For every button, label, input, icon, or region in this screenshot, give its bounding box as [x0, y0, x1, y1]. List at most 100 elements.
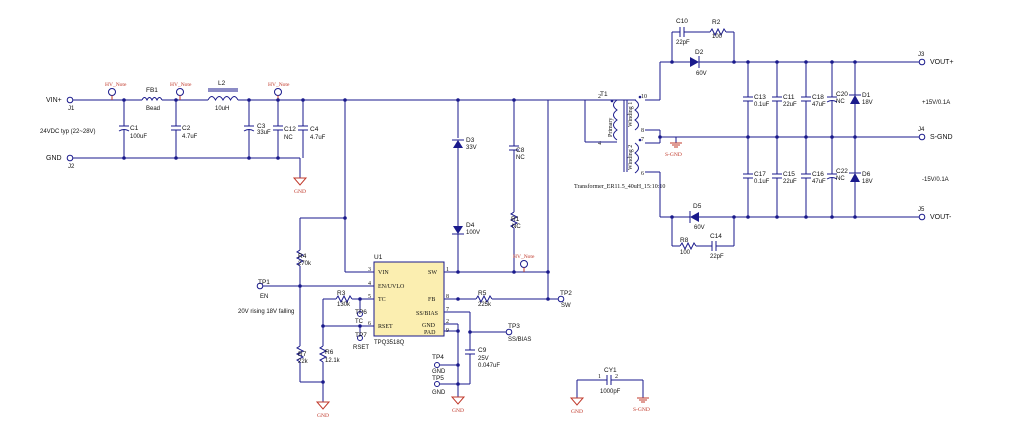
svg-text:C3: C3: [257, 123, 266, 130]
svg-text:Winding 2: Winding 2: [628, 145, 634, 170]
controller-section: R4 270k R7 22k GND TP1 EN 20V rising 18V…: [238, 100, 572, 419]
svg-text:D2: D2: [695, 49, 704, 56]
svg-text:7: 7: [641, 137, 644, 143]
d6-zener: D6 18V: [849, 137, 873, 217]
r5-resistor: R5 225k: [475, 290, 493, 308]
svg-text:TP3: TP3: [508, 323, 520, 330]
transformer-caption: Transformer_ER11.5_40uH_15:10:10: [574, 183, 665, 190]
svg-text:R4: R4: [298, 253, 307, 260]
svg-text:6: 6: [368, 321, 371, 327]
c12-capacitor: C12 NC: [273, 100, 296, 158]
svg-text:GND: GND: [452, 408, 464, 414]
j1-connector[interactable]: [66, 96, 74, 104]
c3-capacitor: C3 33uF: [243, 100, 271, 158]
svg-text:SS/BIAS: SS/BIAS: [416, 311, 438, 317]
c8-capacitor: C8 NC: [509, 145, 525, 161]
svg-text:22pF: 22pF: [710, 254, 724, 260]
svg-text:C17: C17: [754, 171, 766, 178]
svg-text:C4: C4: [310, 126, 319, 133]
svg-text:R6: R6: [325, 349, 334, 356]
svg-text:C11: C11: [783, 94, 795, 101]
svg-text:TP5: TP5: [432, 375, 444, 382]
tp2-testpoint[interactable]: [557, 295, 565, 303]
svg-text:4.7uF: 4.7uF: [310, 135, 326, 141]
svg-text:C14: C14: [710, 233, 722, 240]
svg-text:10uH: 10uH: [215, 106, 229, 112]
c13-capacitor: C13 0.1uF: [743, 62, 770, 137]
svg-text:47uF: 47uF: [812, 179, 826, 185]
tp5-testpoint[interactable]: [434, 381, 440, 387]
l2-inductor: L2 10uH: [207, 80, 239, 112]
sgnd-symbol-transformer: S-GND: [665, 137, 683, 158]
svg-text:J3: J3: [918, 52, 925, 58]
svg-text:EN: EN: [260, 294, 268, 300]
hv-note-3: HV_Note: [268, 82, 290, 100]
j3-connector[interactable]: [918, 58, 926, 66]
svg-text:130k: 130k: [337, 302, 351, 308]
svg-text:0.047uF: 0.047uF: [478, 363, 500, 369]
svg-text:TC: TC: [355, 319, 364, 325]
tp1-testpoint[interactable]: [256, 282, 264, 290]
svg-text:C9: C9: [478, 347, 487, 354]
en-threshold-note: 20V rising 18V falling: [238, 309, 294, 315]
j2-ref: J2: [68, 164, 75, 170]
d5-diode: D5 60V: [689, 203, 705, 231]
svg-text:NC: NC: [836, 99, 845, 105]
svg-text:100uF: 100uF: [130, 134, 147, 140]
hv-note-1: HV_Note: [105, 82, 127, 100]
j2-connector[interactable]: [66, 154, 74, 162]
svg-text:TP7: TP7: [355, 332, 367, 339]
tp3-testpoint[interactable]: [505, 328, 513, 336]
svg-text:0.1uF: 0.1uF: [754, 179, 770, 185]
c4-capacitor: C4 4.7uF: [298, 100, 326, 158]
d2-diode: D2 60V: [690, 49, 707, 77]
svg-text:FB: FB: [428, 297, 435, 303]
svg-text:R5: R5: [478, 290, 487, 297]
tp6-testpoint[interactable]: [357, 311, 363, 317]
svg-text:1000pF: 1000pF: [600, 389, 621, 395]
input-range-text: 24VDC typ (22~28V): [40, 129, 96, 135]
svg-text:D1: D1: [862, 92, 871, 99]
svg-text:R2: R2: [712, 19, 721, 26]
svg-text:60V: 60V: [694, 225, 705, 231]
tp4-testpoint[interactable]: [434, 362, 440, 368]
c1-capacitor: C1 100uF: [118, 100, 147, 158]
svg-text:R1: R1: [511, 216, 520, 223]
neg-rail-label: -15V/0.1A: [922, 177, 949, 183]
svg-text:T1: T1: [600, 91, 608, 98]
svg-text:0.1uF: 0.1uF: [754, 102, 770, 108]
r6-resistor: R6 12.1k: [318, 345, 341, 364]
tp7-testpoint[interactable]: [357, 335, 363, 341]
svg-text:EN/UVLO: EN/UVLO: [378, 284, 405, 290]
svg-text:2: 2: [615, 374, 618, 380]
svg-text:4: 4: [598, 141, 601, 147]
j4-connector[interactable]: [918, 133, 926, 141]
svg-text:1: 1: [598, 374, 601, 380]
svg-text:SW: SW: [561, 303, 571, 309]
ground-symbol-ic: GND: [316, 401, 330, 419]
j5-connector[interactable]: [918, 213, 926, 221]
gnd-label: GND: [46, 155, 62, 162]
svg-text:22uF: 22uF: [783, 179, 797, 185]
ground-symbol-pad: GND: [451, 396, 465, 414]
c16-capacitor: C16 47uF: [801, 137, 826, 217]
svg-text:TP1: TP1: [258, 279, 270, 286]
svg-text:S-GND: S-GND: [633, 407, 650, 413]
c20-capacitor: C20 NC: [826, 62, 848, 137]
svg-text:D4: D4: [466, 222, 475, 229]
svg-text:22k: 22k: [298, 359, 309, 365]
svg-text:RSET: RSET: [378, 324, 393, 330]
svg-text:12.1k: 12.1k: [325, 358, 341, 364]
svg-text:TP4: TP4: [432, 354, 444, 361]
svg-text:D3: D3: [466, 137, 475, 144]
d1-zener: D1 18V: [849, 62, 873, 137]
sgnd-output-label: S-GND: [930, 134, 953, 141]
svg-text:GND: GND: [317, 413, 329, 419]
svg-text:HV_Note: HV_Note: [268, 82, 290, 88]
svg-text:J4: J4: [918, 127, 925, 133]
svg-text:TP6: TP6: [355, 309, 367, 316]
svg-text:25V: 25V: [478, 356, 489, 362]
svg-text:47uF: 47uF: [812, 102, 826, 108]
svg-text:33V: 33V: [466, 145, 477, 151]
svg-text:TP2: TP2: [560, 290, 572, 297]
